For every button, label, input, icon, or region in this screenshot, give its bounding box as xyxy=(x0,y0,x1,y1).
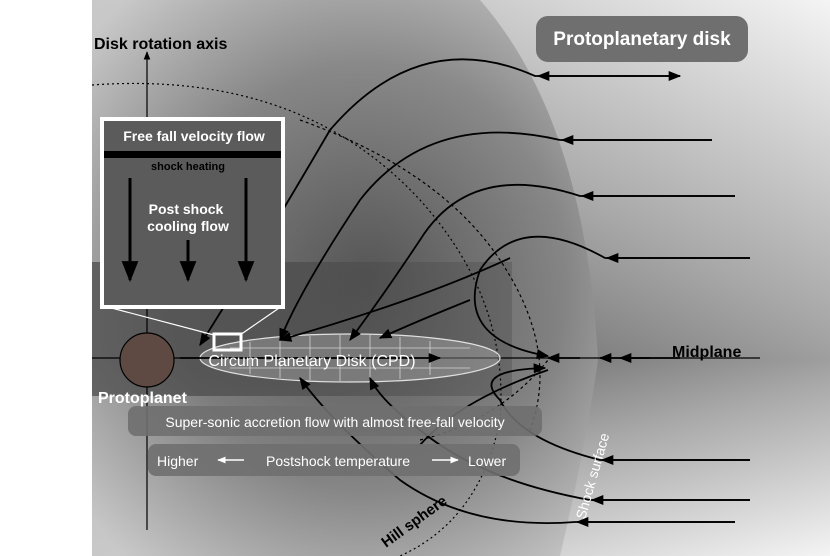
post-shock-label-line2: cooling flow xyxy=(147,218,229,234)
flow-line-5 xyxy=(278,257,511,342)
protoplanet-label: Protoplanet xyxy=(98,390,188,407)
post-shock-label-line1: Post shock xyxy=(149,201,224,217)
inset-shock-label-bg xyxy=(104,158,281,174)
accretion-flow-label: Super-sonic accretion flow with almost f… xyxy=(165,414,504,430)
cpd-label: Circum Planetary Disk (CPD) xyxy=(208,353,415,370)
flow-line-7 xyxy=(490,363,750,461)
flow-line-8 xyxy=(369,376,750,501)
flow-line-6 xyxy=(378,299,471,339)
midplane-label: Midplane xyxy=(672,344,741,361)
temperature-label-box xyxy=(148,444,520,476)
inset-source-box xyxy=(212,332,243,352)
protoplanetary-disk-label: Protoplanetary disk xyxy=(553,29,731,50)
protoplanet-body xyxy=(119,332,175,388)
flow-line-2 xyxy=(279,131,712,342)
free-fall-flow-label: Free fall velocity flow xyxy=(123,128,265,144)
hill-sphere-circle xyxy=(91,82,502,556)
accretion-flow-label-box xyxy=(128,406,542,436)
flow-line-4 xyxy=(473,235,750,360)
inset-pointer-left xyxy=(103,305,215,336)
inset-pointer-right xyxy=(239,305,283,336)
higher-label: Higher xyxy=(157,453,199,469)
shock-heating-label: shock heating xyxy=(151,161,225,173)
flow-line-3 xyxy=(349,183,735,342)
lower-label: Lower xyxy=(468,453,506,469)
protoplanetary-disk-label-box xyxy=(536,16,748,62)
postshock-temperature-label: Postshock temperature xyxy=(266,453,410,469)
disk-rotation-axis-label: Disk rotation axis xyxy=(94,36,227,53)
inset-shock-band xyxy=(104,151,281,158)
